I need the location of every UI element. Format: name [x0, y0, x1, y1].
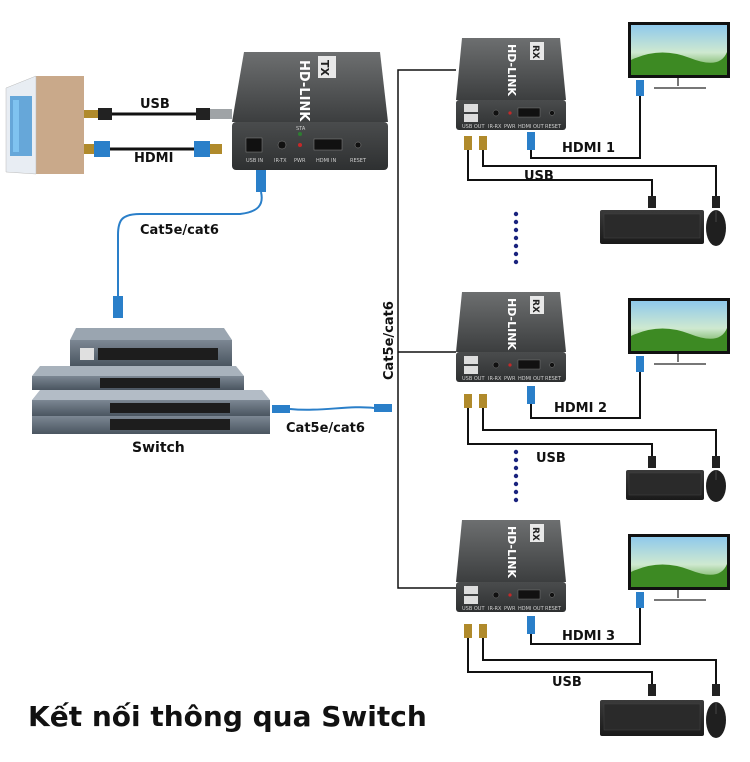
tx-port-label-usb-in: USB IN	[246, 158, 263, 164]
hdmi-cable-top	[84, 141, 222, 157]
tx-port-label-irtx: IR-TX	[274, 158, 287, 164]
hdmi-label-top: HDMI	[134, 151, 173, 166]
rx3-port-label-hdmi-out: HDMI OUT	[518, 606, 545, 612]
hdmi-cable-2	[527, 356, 644, 419]
mouse-icon-1	[706, 210, 726, 246]
usb-cables-1	[464, 136, 720, 208]
mouse-icon-2	[706, 470, 726, 502]
hdmi-cable-1	[527, 80, 644, 159]
tx-usb-in-port	[245, 137, 263, 153]
monitor-icon-1	[628, 22, 730, 89]
keyboard-icon-1	[600, 210, 704, 244]
rx1-usb-port-b	[464, 114, 478, 122]
backbone-cable	[397, 69, 456, 589]
switch-label: Switch	[132, 440, 185, 456]
rx2-port-label-usb-out: USB OUT	[462, 376, 485, 382]
rx3-port-label-reset: RESET	[545, 606, 562, 612]
rx1-port-label-pwr: PWR	[504, 124, 516, 130]
usb-cables-3	[464, 624, 720, 696]
diagram-caption: Kết nối thông qua Switch	[28, 700, 427, 733]
rx1-brand: HD-LINK	[505, 44, 518, 96]
usb-cable-top	[84, 108, 232, 120]
network-switch-stack	[32, 328, 270, 434]
monitor-icon-3	[628, 534, 730, 601]
usb-cables-2	[464, 394, 720, 468]
ellipsis-dots-1	[513, 211, 519, 265]
rx3-port-label-usb-out: USB OUT	[462, 606, 485, 612]
rx1-port-label-usb-out: USB OUT	[462, 124, 485, 130]
usb1-label: USB	[524, 169, 554, 184]
hdmi2-label: HDMI 2	[554, 401, 607, 416]
usb-label-top: USB	[140, 97, 170, 112]
rx2-port-label-reset: RESET	[545, 376, 562, 382]
tx-port-label-sta: STA	[296, 126, 306, 132]
pc-tower-icon	[5, 75, 84, 175]
rx2-brand: HD-LINK	[505, 298, 518, 350]
rx-extender-3: HD-LINK RX USB OUT IR-RX PWR HDMI OUT RE…	[456, 520, 566, 612]
rx2-mark: RX	[530, 299, 540, 313]
hdmi-cable-3	[527, 592, 644, 645]
keyboard-icon-3	[600, 700, 704, 736]
rx2-port-label-pwr: PWR	[504, 376, 516, 382]
rx1-port-label-hdmi-out: HDMI OUT	[518, 124, 545, 130]
ethernet-cable-tx-switch	[113, 170, 266, 318]
rx3-port-label-irrx: IR-RX	[488, 606, 502, 612]
keyboard-icon-2	[626, 470, 704, 500]
ethernet-cable-switch-backbone	[272, 404, 392, 413]
cat-label-vertical: Cat5e/cat6	[382, 301, 397, 380]
tx-hdmi-in-port	[313, 138, 343, 151]
tx-pwr-led	[298, 143, 302, 147]
rx1-usb-port-a	[464, 104, 478, 112]
rx2-port-label-hdmi-out: HDMI OUT	[518, 376, 545, 382]
hdmi3-label: HDMI 3	[562, 629, 615, 644]
usb2-label: USB	[536, 451, 566, 466]
rx1-port-label-irrx: IR-RX	[488, 124, 502, 130]
rx3-brand: HD-LINK	[505, 526, 518, 578]
rx1-port-label-reset: RESET	[545, 124, 562, 130]
rx-extender-1: HD-LINK RX USB OUT IR-RX PWR HDMI OUT RE…	[456, 38, 566, 130]
tx-sta-led	[298, 132, 302, 136]
cat-label-left: Cat5e/cat6	[140, 223, 219, 238]
rx-extender-2: HD-LINK RX USB OUT IR-RX PWR HDMI OUT RE…	[456, 292, 566, 382]
tx-brand: HD-LINK	[296, 60, 311, 122]
rx3-mark: RX	[530, 527, 540, 541]
rx3-port-label-pwr: PWR	[504, 606, 516, 612]
tx-extender: HD-LINK TX USB IN IR-TX PWR STA HDMI IN …	[232, 52, 388, 170]
tx-irtx-port	[277, 140, 287, 150]
hdmi1-label: HDMI 1	[562, 141, 615, 156]
ellipsis-dots-2	[513, 449, 519, 503]
rx1-mark: RX	[530, 45, 540, 59]
cat-label-mid: Cat5e/cat6	[286, 421, 365, 436]
tx-port-label-reset: RESET	[350, 158, 367, 164]
tx-mark: TX	[318, 60, 331, 77]
tx-reset-button	[354, 141, 362, 149]
rx2-port-label-irrx: IR-RX	[488, 376, 502, 382]
tx-port-label-hdmi-in: HDMI IN	[316, 158, 336, 164]
monitor-icon-2	[628, 298, 730, 365]
mouse-icon-3	[706, 702, 726, 738]
tx-port-label-pwr: PWR	[294, 158, 306, 164]
usb3-label: USB	[552, 675, 582, 690]
